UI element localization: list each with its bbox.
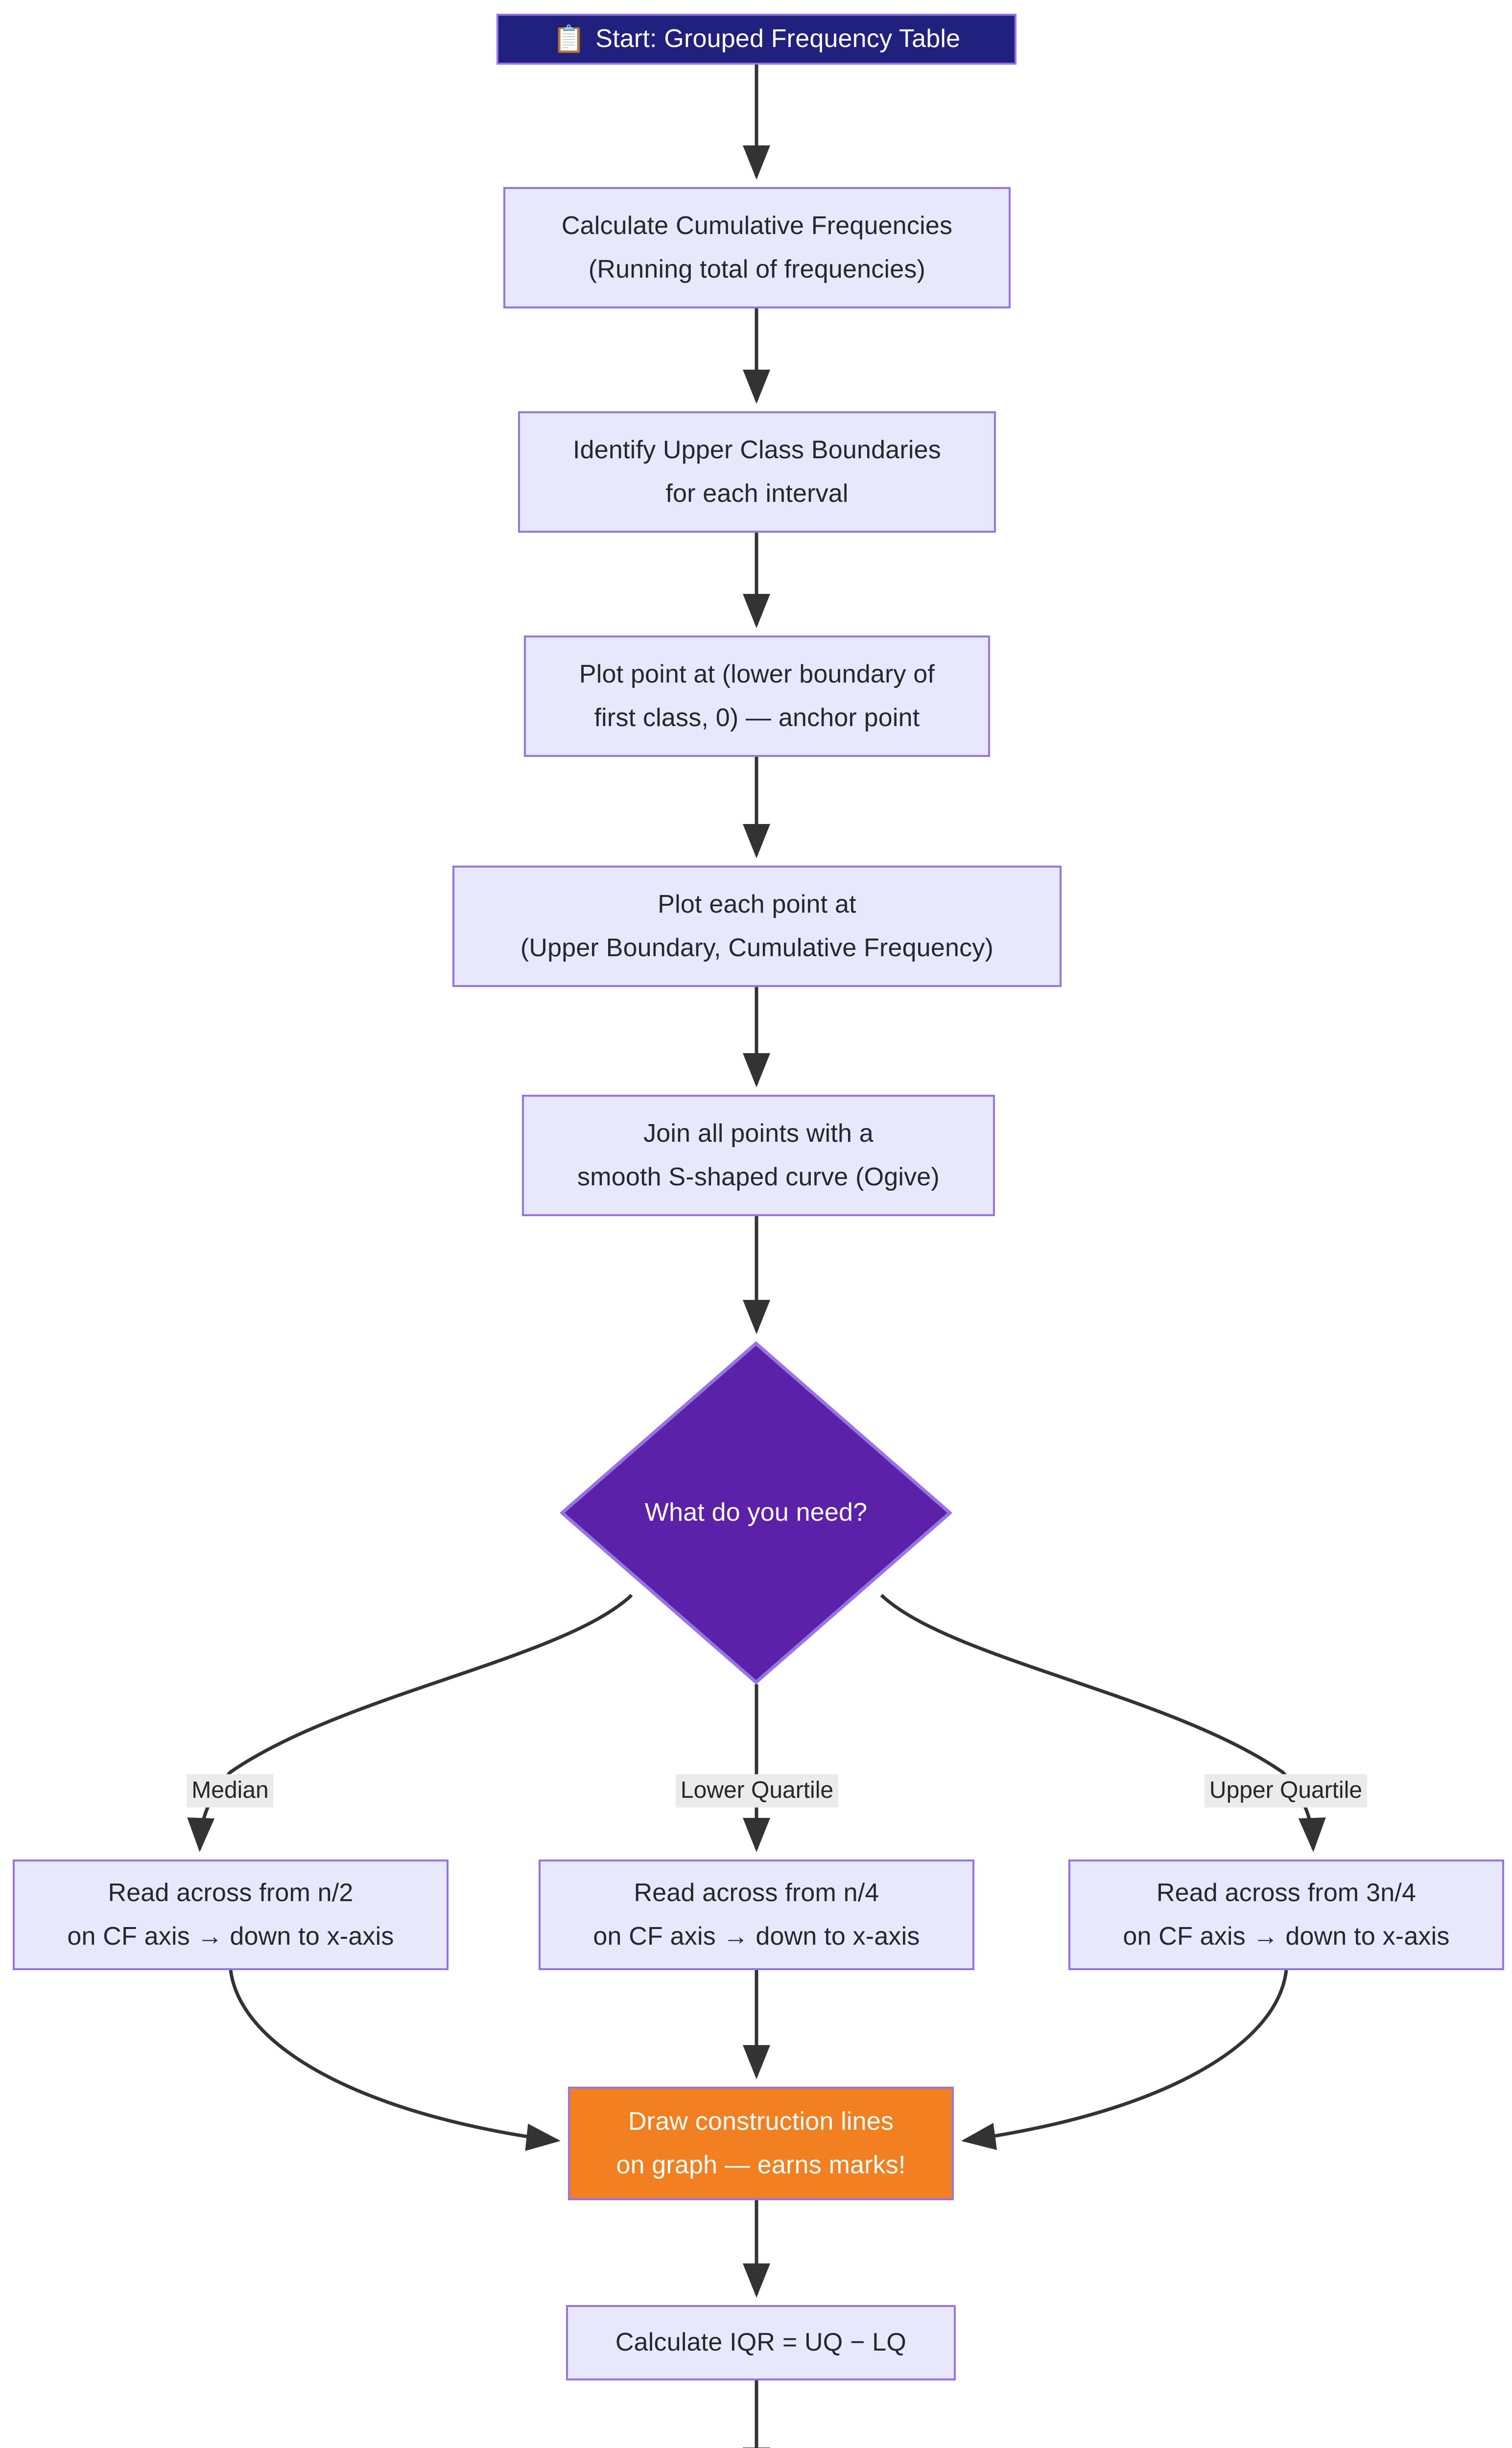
node-identify-upper-class-boundaries[interactable]: Identify Upper Class Boundaries for each… xyxy=(518,411,996,533)
node-median-line1: Read across from n/2 xyxy=(108,1878,354,1907)
node-construction-line2: on graph — earns marks! xyxy=(616,2151,906,2179)
node-bounds-line1: Identify Upper Class Boundaries xyxy=(573,435,941,464)
node-calculate-iqr[interactable]: Calculate IQR = UQ − LQ xyxy=(566,2305,956,2380)
node-median-line2: on CF axis → down to x-axis xyxy=(67,1922,394,1951)
node-read-across-median[interactable]: Read across from n/2 on CF axis → down t… xyxy=(13,1860,449,1970)
node-bounds-line2: for each interval xyxy=(665,479,849,508)
node-draw-construction-lines[interactable]: Draw construction lines on graph — earns… xyxy=(568,2087,954,2200)
clipboard-icon: 📋 xyxy=(552,24,586,54)
node-uq-line2: on CF axis → down to x-axis xyxy=(1123,1922,1450,1951)
node-calculate-cumulative-frequencies[interactable]: Calculate Cumulative Frequencies (Runnin… xyxy=(503,187,1011,308)
node-plot-each-point[interactable]: Plot each point at (Upper Boundary, Cumu… xyxy=(452,866,1062,987)
node-join-points-ogive[interactable]: Join all points with a smooth S-shaped c… xyxy=(522,1095,995,1216)
diamond-shape-icon xyxy=(560,1342,952,1684)
node-iqr-label: Calculate IQR = UQ − LQ xyxy=(615,2328,907,2357)
node-start-grouped-frequency-table[interactable]: 📋 Start: Grouped Frequency Table xyxy=(496,14,1016,65)
edge-label-median: Median xyxy=(187,1774,274,1808)
node-plotpoints-line1: Plot each point at xyxy=(658,890,856,918)
node-decision-label: What do you need? xyxy=(644,1498,868,1527)
edge-label-lower-quartile: Lower Quartile xyxy=(675,1774,839,1808)
node-uq-line1: Read across from 3n/4 xyxy=(1156,1878,1417,1907)
node-ogive-line1: Join all points with a xyxy=(643,1119,874,1148)
node-anchor-line2: first class, 0) — anchor point xyxy=(594,704,920,732)
node-cumfreq-line1: Calculate Cumulative Frequencies xyxy=(561,211,953,240)
edge-label-upper-quartile: Upper Quartile xyxy=(1204,1774,1368,1808)
edge-median-to-construction xyxy=(229,1970,561,2151)
node-decision-what-do-you-need[interactable]: What do you need? xyxy=(560,1342,952,1684)
node-plotpoints-line2: (Upper Boundary, Cumulative Frequency) xyxy=(520,934,994,962)
node-read-across-lower-quartile[interactable]: Read across from n/4 on CF axis → down t… xyxy=(539,1860,974,1970)
node-read-across-upper-quartile[interactable]: Read across from 3n/4 on CF axis → down … xyxy=(1068,1860,1504,1970)
node-ogive-line2: smooth S-shaped curve (Ogive) xyxy=(577,1163,940,1191)
node-cumfreq-line2: (Running total of frequencies) xyxy=(588,255,926,283)
node-anchor-line1: Plot point at (lower boundary of xyxy=(579,659,935,688)
node-lq-line2: on CF axis → down to x-axis xyxy=(593,1922,920,1951)
node-lq-line1: Read across from n/4 xyxy=(634,1878,879,1907)
edge-uq-to-construction xyxy=(961,1970,1288,2150)
node-plot-anchor-point[interactable]: Plot point at (lower boundary of first c… xyxy=(524,636,990,757)
node-construction-line1: Draw construction lines xyxy=(628,2107,894,2136)
node-start-label: Start: Grouped Frequency Table xyxy=(595,24,961,53)
